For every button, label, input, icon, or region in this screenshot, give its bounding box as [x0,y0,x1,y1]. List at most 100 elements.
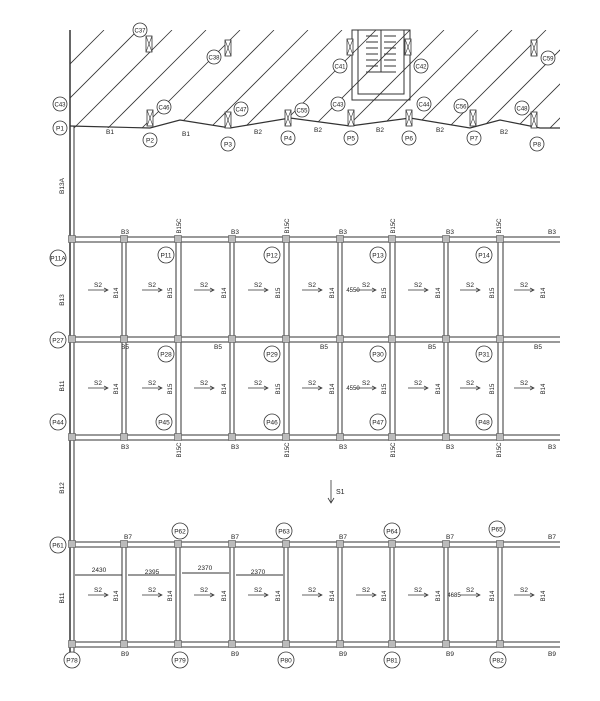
slab-label: S2 [308,380,316,387]
top-column-label-marker [330,96,346,112]
top-beam-label: B2 [314,127,322,134]
left-beam-label: B12 [59,482,66,494]
slab-label: S2 [148,380,156,387]
column-square [120,235,128,243]
column-square [388,540,396,548]
top-pier-label-marker [466,130,482,146]
slab-label: S2 [520,587,528,594]
grid-1-pier-label-marker [369,246,387,264]
grid-2-vertical-beam-label: B14 [382,590,388,601]
column-square [442,433,450,441]
wall-column-cross [405,109,413,127]
slab-label: S2 [148,587,156,594]
bay-dimension: 2395 [145,569,160,576]
top-beam-label: B2 [500,129,508,136]
column-square [336,640,344,648]
grid-2-pier-label-marker [489,651,507,669]
column-square [282,640,290,648]
wall-column-cross [224,111,232,129]
slab-label: S2 [362,282,370,289]
top-column-label: C59 [542,57,554,63]
column-square [282,335,290,343]
slab-span-arrowhead [209,592,215,598]
column-square [442,335,450,343]
grid-1-vertical-beam-label: B14 [222,383,228,394]
top-column-label-marker [52,96,68,112]
wall-column-cross [146,109,154,127]
slab-label: S2 [200,282,208,289]
grid-1-pier-label-marker [475,413,493,431]
grid-2-pier-label: P79 [174,658,186,665]
grid-2-pier-label: P81 [386,658,398,665]
column-square [68,235,76,243]
top-pier-label: P8 [533,142,541,149]
top-column-label: C56 [455,105,467,111]
beam-label-b9: B9 [339,651,347,658]
grid-2-dimension: 4685 [447,593,461,599]
top-column-label: C37 [134,29,146,35]
slab-span-arrowhead [371,385,377,391]
column-square [120,433,128,441]
top-beam-label: B2 [254,129,262,136]
top-column-label: C43 [54,103,66,109]
slab-span-arrowhead [475,592,481,598]
column-square [336,335,344,343]
slab-span-arrowhead [103,385,109,391]
row-pier-label-marker [49,536,67,554]
column-square [174,640,182,648]
beam-label-b15c: B15C [285,218,291,234]
column-square [282,235,290,243]
row-pier-label: P27 [52,338,64,345]
grid-1-pier-label-marker [369,413,387,431]
slab-span-arrowhead [263,287,269,293]
slab-label: S2 [466,282,474,289]
grid-1-vertical-beam-label: B15 [276,287,282,298]
hatch-line [95,30,207,128]
slab-span-arrowhead [475,385,481,391]
beam-label-b5: B5 [121,344,129,351]
beam-label-b9: B9 [231,651,239,658]
slab-label: S2 [148,282,156,289]
top-column-label-marker [514,100,530,116]
slab-label: S2 [362,380,370,387]
grid-2-pier-label: P80 [280,658,292,665]
grid-1-vertical-beam-label: B14 [541,383,547,394]
beam-label-b9: B9 [121,651,129,658]
row-pier-label-marker [49,249,67,267]
slab-label: S2 [254,380,262,387]
top-pier-label-marker [401,130,417,146]
beam-label-b15c: B15C [177,442,183,458]
slab-span-arrowhead [103,287,109,293]
row-pier-label: P44 [52,420,64,427]
grid-1-pier-label: P46 [266,420,278,427]
slab-label: S2 [466,380,474,387]
grid-1-vertical-beam-label: B14 [330,287,336,298]
stair-core [351,29,411,101]
slab-span-arrowhead [475,287,481,293]
beam-label-b3: B3 [121,229,129,236]
beam-label-b5: B5 [320,344,328,351]
grid-2-vertical-beam-label: B14 [222,590,228,601]
beam-label-b3: B3 [121,444,129,451]
grid-1-pier-label: P45 [158,420,170,427]
top-column-label: C41 [334,65,346,71]
grid-1-pier-label-marker [263,413,281,431]
grid-1-vertical-beam-label: B14 [222,287,228,298]
column-square [68,433,76,441]
top-pier-label-marker [52,120,68,136]
hatch-line [70,30,139,128]
column-square [496,335,504,343]
grid-2-pier-label-marker [171,651,189,669]
top-pier-label: P7 [470,136,478,143]
top-pier-label-marker [220,136,236,152]
grid-1-vertical-beam-label: B14 [436,287,442,298]
grid-1-vertical-beam-label: B15 [276,383,282,394]
grid-1-dimension: 4550 [346,288,360,294]
beam-label-b5: B5 [534,344,542,351]
hatch-line [435,30,547,128]
top-column-label: C47 [235,108,247,114]
column-square [496,640,504,648]
grid-1-pier-label-marker [263,246,281,264]
column-square [68,640,76,648]
